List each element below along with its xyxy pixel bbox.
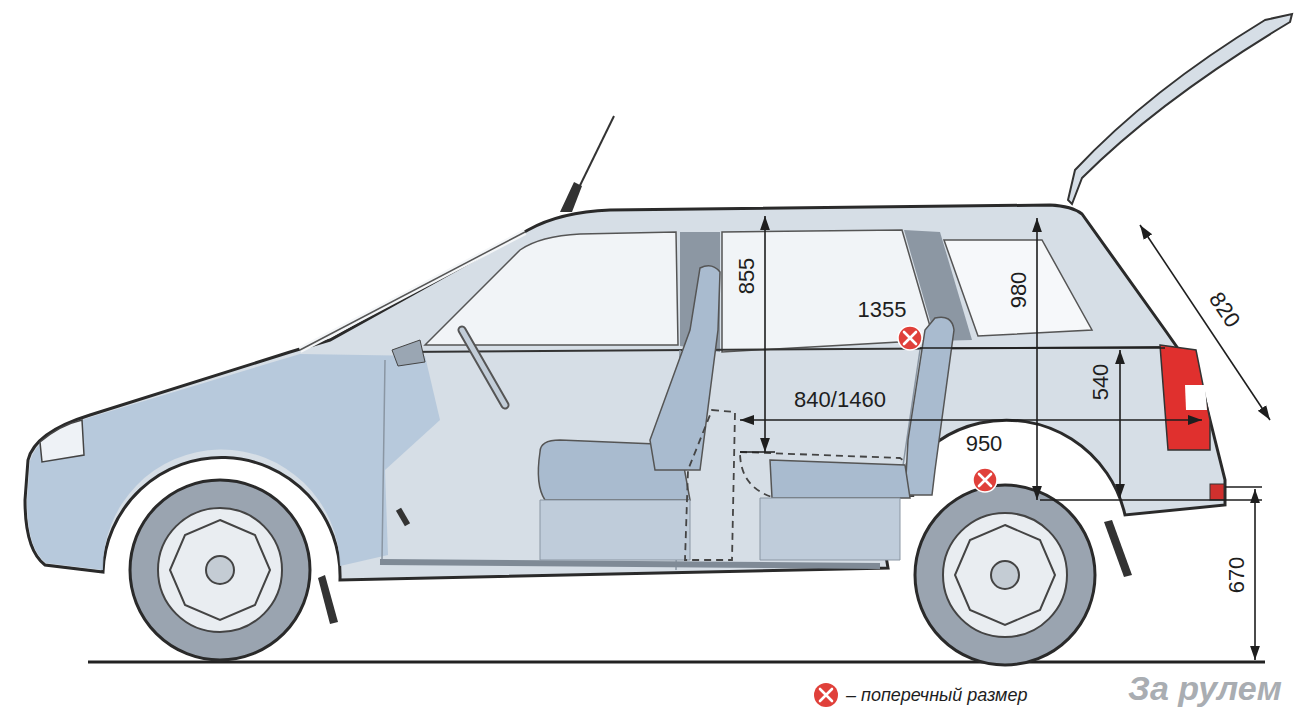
cross-marker-symbol <box>812 681 840 709</box>
legend-entry: – поперечный размер <box>812 681 1028 709</box>
dimension-label: 820 <box>1205 289 1244 332</box>
dimension-label: 950 <box>966 433 1003 455</box>
dimension-label: 855 <box>736 258 758 295</box>
dimension-label: 670 <box>1226 557 1248 594</box>
legend-text: – поперечный размер <box>846 685 1028 706</box>
dimension-label: 840/1460 <box>794 389 886 411</box>
watermark: За рулем <box>1128 671 1282 705</box>
dimension-label: 540 <box>1090 364 1112 401</box>
dimension-label: 980 <box>1008 272 1030 309</box>
dimension-label: 1355 <box>858 299 907 321</box>
